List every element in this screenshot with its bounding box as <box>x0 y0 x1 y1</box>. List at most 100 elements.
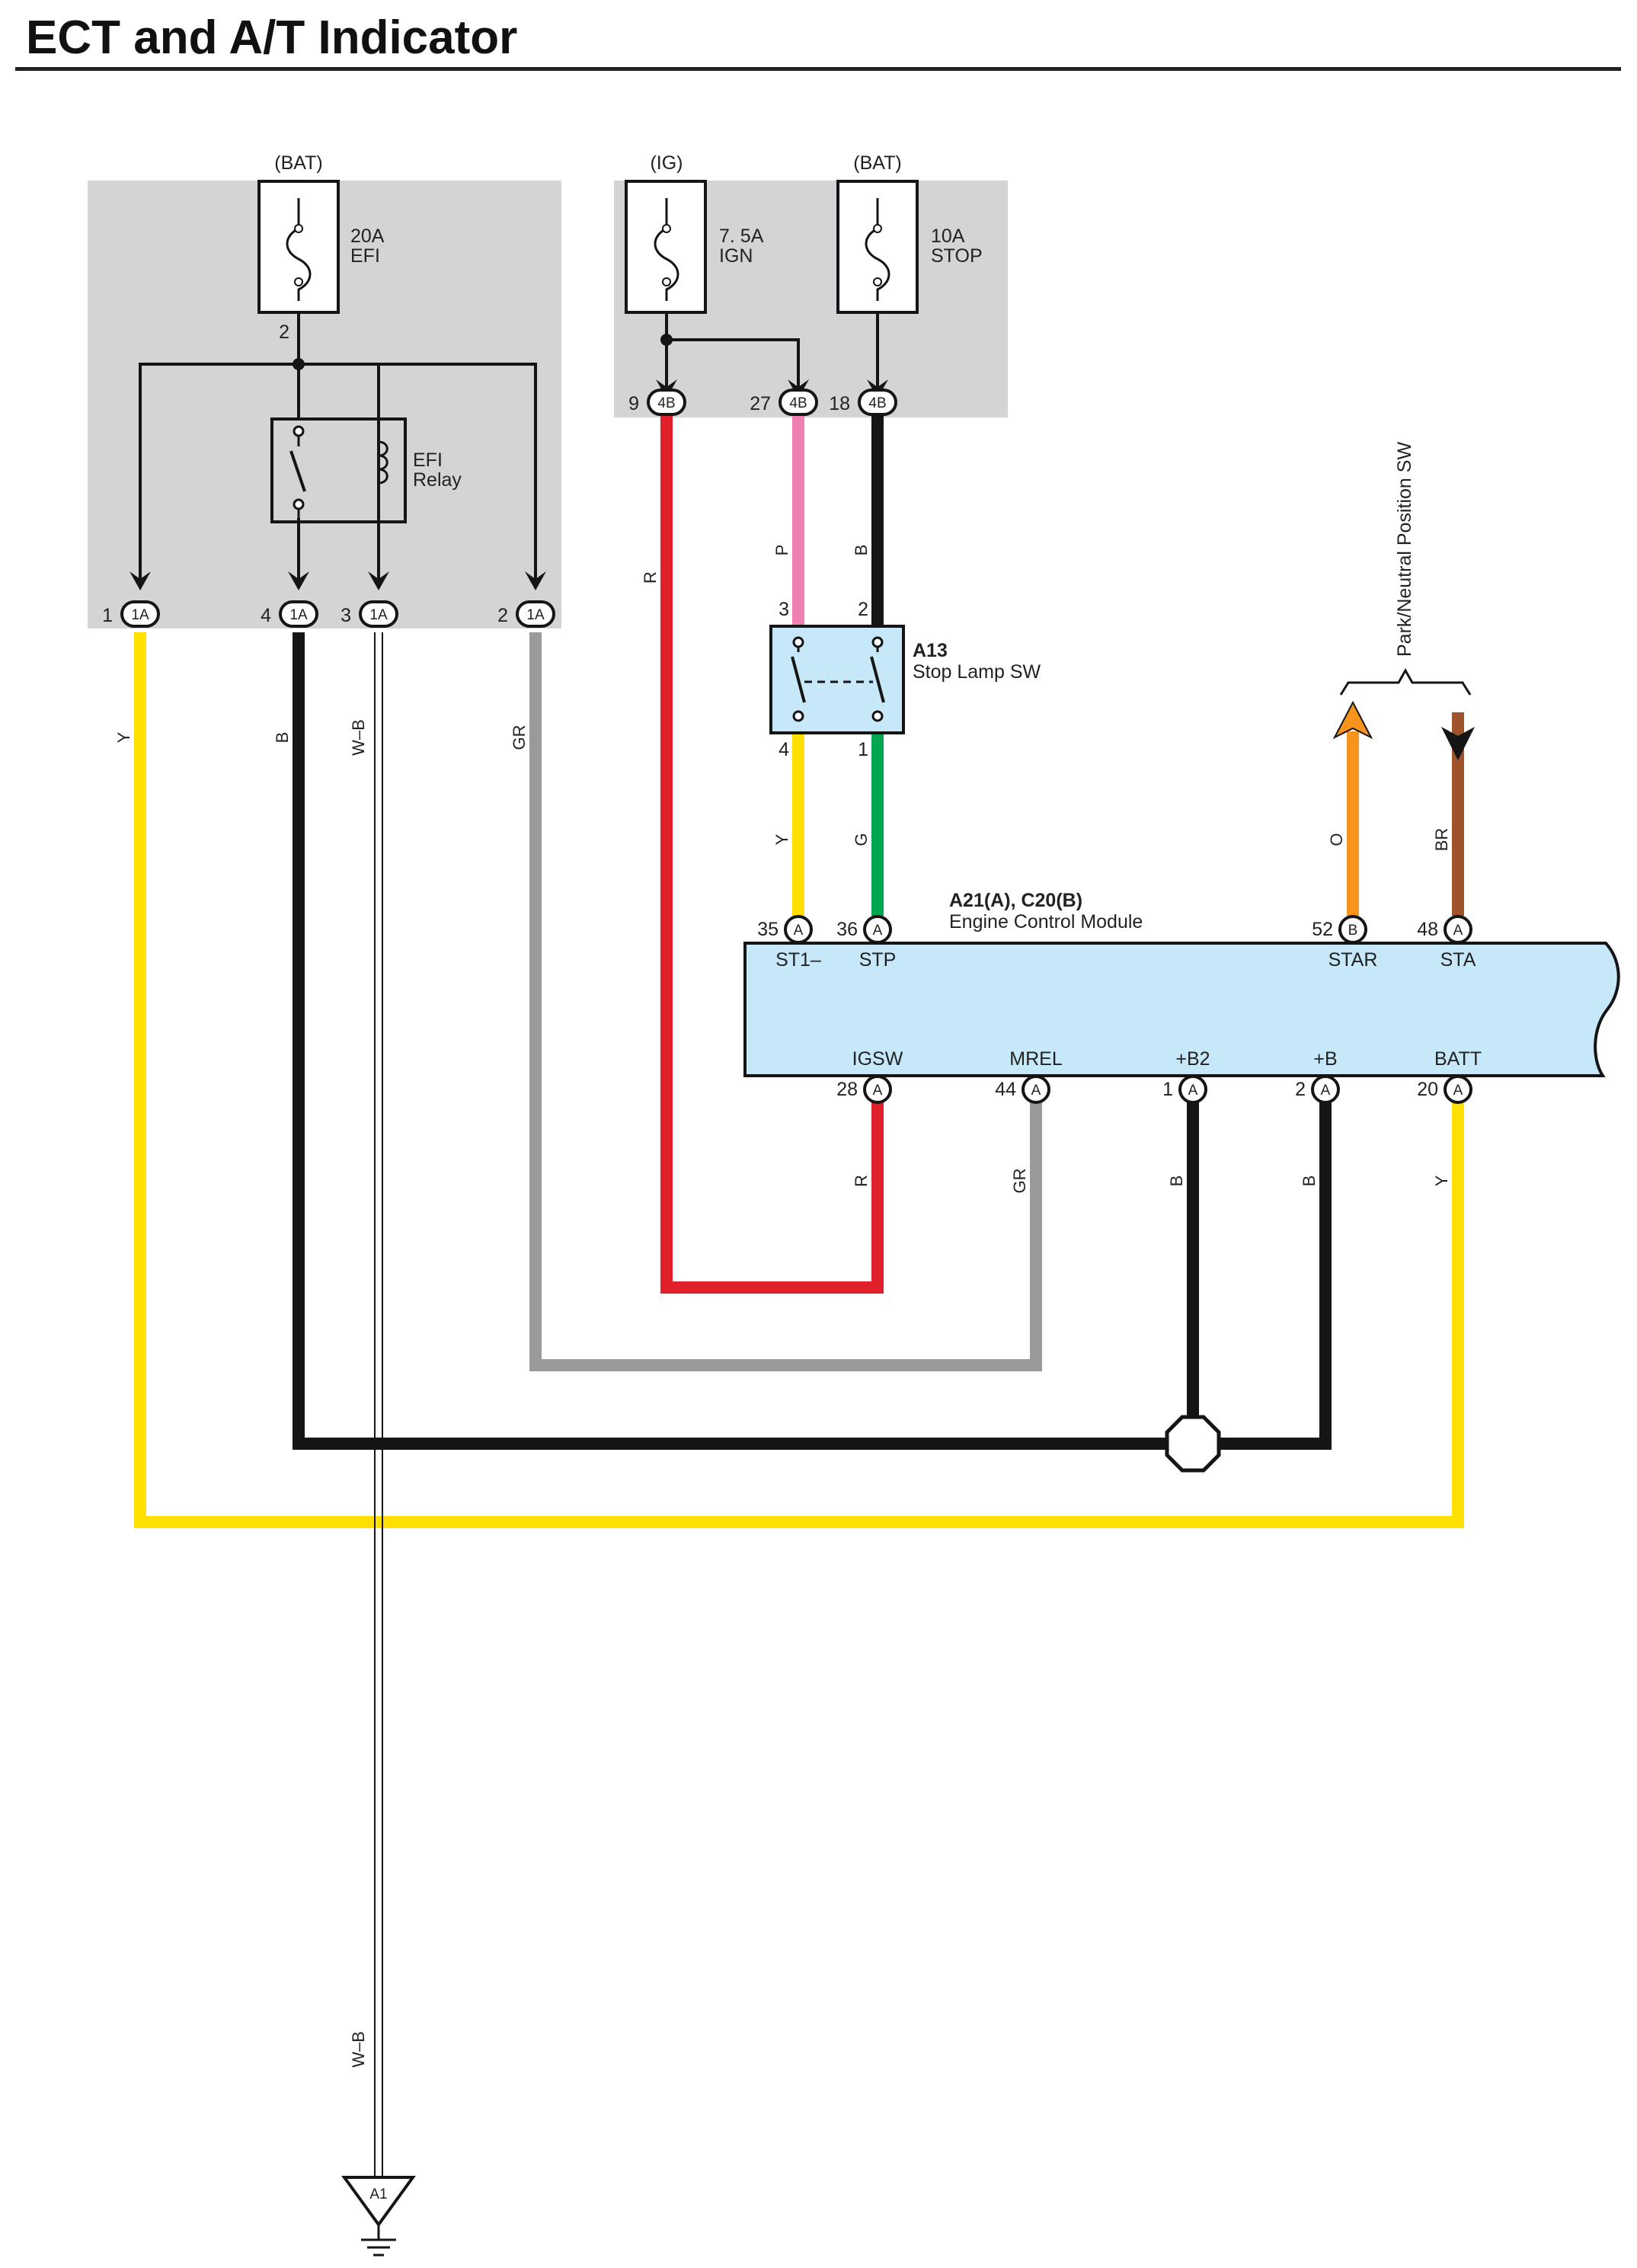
fuse-efi-rating: 20A <box>350 226 385 247</box>
fuse-ign <box>625 180 707 314</box>
svg-text:2: 2 <box>497 605 508 626</box>
svg-text:IGSW: IGSW <box>852 1048 903 1070</box>
svg-text:1A: 1A <box>289 607 308 623</box>
svg-text:1A: 1A <box>131 607 149 623</box>
sw-pin2: 2 <box>858 599 868 620</box>
wire-r-igsw <box>660 415 884 1294</box>
connector-4b-pin18: 4B 18 <box>829 389 897 416</box>
relay-label-line1: EFI <box>413 449 443 471</box>
fuse-ign-name: IGN <box>719 245 753 267</box>
wire-label-g-sw: G <box>852 833 871 846</box>
fuse-stop-source: (BAT) <box>853 152 901 174</box>
stop-lamp-switch <box>769 625 905 734</box>
connector-1a-pin3: 1A 3 <box>341 600 398 628</box>
svg-text:A: A <box>873 1083 883 1099</box>
wire-label-b-b2: B <box>1167 1176 1186 1187</box>
connector-4b-pin9: 4B 9 <box>628 389 686 416</box>
junction-dot-ign <box>660 334 673 346</box>
ecm-pin-44: MREL A 44 <box>995 1048 1063 1104</box>
connector-4b-pin27: 4B 27 <box>750 389 818 416</box>
svg-text:A: A <box>1321 1083 1331 1099</box>
fuse-stop <box>836 180 919 314</box>
wire-label-b-left: B <box>273 732 292 744</box>
ecm-pin-1: +B2 A 1 <box>1162 1048 1210 1104</box>
fuse-stop-rating: 10A <box>931 226 965 247</box>
arrows-1a <box>129 571 546 590</box>
svg-text:18: 18 <box>829 393 850 414</box>
fuse-ign-source: (IG) <box>650 152 683 174</box>
wire-label-gr-mrel: GR <box>1010 1169 1029 1194</box>
ecm-pin-35: A 35 ST1– <box>757 915 821 971</box>
wire-label-r-igsw: R <box>852 1175 871 1187</box>
svg-text:STP: STP <box>859 949 897 971</box>
svg-text:44: 44 <box>995 1079 1016 1100</box>
svg-text:35: 35 <box>757 919 779 940</box>
wire-label-r-ign: R <box>641 571 660 584</box>
svg-text:A1: A1 <box>369 2186 387 2202</box>
wire-gr-mrel <box>529 632 1042 1371</box>
svg-text:4B: 4B <box>657 395 675 411</box>
arrow-br-down <box>1441 727 1475 760</box>
junction-dot-efi <box>293 358 305 370</box>
connector-1a-pin4: 1A 4 <box>261 600 318 628</box>
svg-text:A: A <box>1453 923 1463 939</box>
ground-a1: A1 <box>341 2176 416 2257</box>
svg-text:1A: 1A <box>369 607 388 623</box>
ecm-name: Engine Control Module <box>949 911 1143 932</box>
wire-label-y-left: Y <box>114 731 133 743</box>
splice-point <box>1165 1415 1221 1473</box>
fuse-efi-source: (BAT) <box>274 152 322 174</box>
fuse-efi <box>257 180 340 314</box>
fuse-efi-pin: 2 <box>279 321 289 343</box>
pnp-sw-label: Park/Neutral Position SW <box>1394 442 1415 657</box>
wire-label-br: BR <box>1432 828 1451 852</box>
svg-text:+B: +B <box>1313 1048 1337 1070</box>
connector-1a-pin1: 1A 1 <box>102 600 160 628</box>
wire-y-batt <box>134 632 1464 1528</box>
svg-text:A: A <box>1031 1083 1041 1099</box>
ecm-pin-20: BATT A 20 <box>1417 1048 1482 1104</box>
title-rule <box>15 67 1621 71</box>
svg-text:27: 27 <box>750 393 771 414</box>
svg-text:A: A <box>1453 1083 1463 1099</box>
page-title: ECT and A/T Indicator <box>26 11 518 64</box>
fuse-stop-name: STOP <box>931 245 983 267</box>
svg-text:3: 3 <box>341 605 351 626</box>
fuse-efi-name: EFI <box>350 245 380 267</box>
wire-label-y-batt: Y <box>1432 1175 1451 1186</box>
efi-relay <box>270 417 407 523</box>
svg-text:4B: 4B <box>789 395 807 411</box>
svg-text:BATT: BATT <box>1434 1048 1482 1070</box>
svg-text:MREL: MREL <box>1009 1048 1063 1070</box>
wire-label-o: O <box>1327 833 1346 846</box>
stop-lamp-sw-id: A13 <box>913 640 948 661</box>
sw-pin3: 3 <box>779 599 789 620</box>
wire-w-b <box>374 632 383 2188</box>
relay-label-line2: Relay <box>413 469 462 491</box>
wire-label-b-stop: B <box>852 545 871 556</box>
svg-text:A: A <box>873 923 883 939</box>
wire-label-y-sw: Y <box>772 833 791 845</box>
wire-label-b-b: B <box>1300 1176 1319 1187</box>
svg-text:B: B <box>1348 923 1358 939</box>
ecm-pin-28: IGSW A 28 <box>836 1048 903 1104</box>
ecm-pin-2: +B A 2 <box>1295 1048 1340 1104</box>
svg-text:52: 52 <box>1312 919 1333 940</box>
wire-label-wb-bottom: W–B <box>349 2031 368 2068</box>
fuse-ign-rating: 7. 5A <box>719 226 764 247</box>
wire-b-main <box>293 632 1332 1450</box>
svg-text:4: 4 <box>261 605 271 626</box>
sw-pin1: 1 <box>858 739 868 760</box>
svg-text:STAR: STAR <box>1328 949 1378 971</box>
svg-text:+B2: +B2 <box>1175 1048 1210 1070</box>
svg-text:A: A <box>794 923 804 939</box>
ecm-pin-52: B 52 STAR <box>1312 915 1378 971</box>
svg-text:ST1–: ST1– <box>775 949 821 971</box>
internal-wiring-right <box>665 312 879 392</box>
ecm-body <box>743 942 1620 1077</box>
ecm-id: A21(A), C20(B) <box>949 890 1082 911</box>
ecm-pin-36: A 36 STP <box>836 915 897 971</box>
svg-text:1: 1 <box>1162 1079 1173 1100</box>
wire-label-p: P <box>772 545 791 556</box>
